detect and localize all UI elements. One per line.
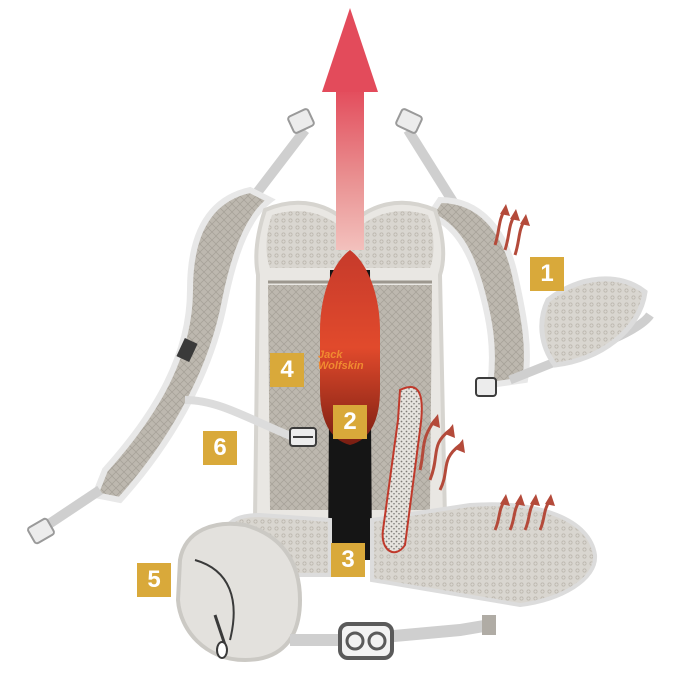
right-shoulder-strap: [425, 196, 654, 397]
left-shoulder-strap: [27, 186, 276, 545]
brand-line-1: Jack: [318, 349, 343, 361]
brand-line-2: Wolfskin: [318, 360, 364, 372]
callout-2: 2: [333, 405, 367, 439]
airflow-arrow: [322, 8, 378, 250]
side-foam-pad: [381, 385, 423, 554]
callout-4: 4: [270, 353, 304, 387]
heat-arrowheads: [430, 204, 555, 506]
callout-5: 5: [137, 563, 171, 597]
callout-1: 1: [530, 257, 564, 291]
hip-belt-buckle: [338, 622, 394, 660]
sternum-strap: [184, 396, 317, 447]
callout-3: 3: [331, 543, 365, 577]
brand-logo: Jack Wolfskin: [318, 350, 382, 372]
callout-6: 6: [203, 431, 237, 465]
